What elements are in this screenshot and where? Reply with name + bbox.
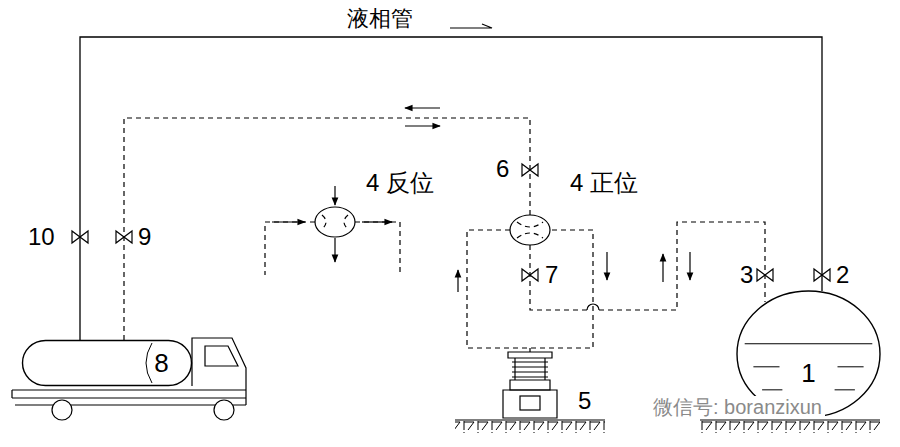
liquid-pipe bbox=[80, 37, 822, 340]
liquid-level bbox=[745, 343, 873, 344]
valve-position-label: 4 反位 bbox=[366, 170, 434, 196]
valve-number: 7 bbox=[545, 262, 558, 288]
watermark: 微信号: boranzixun bbox=[650, 396, 825, 418]
node-text-wrap: 1 bbox=[801, 359, 815, 388]
liquid-level bbox=[838, 366, 864, 367]
flow-arrows bbox=[272, 108, 690, 292]
pipe-label: 液相管 bbox=[344, 7, 416, 31]
node-text-wrap: 8 bbox=[154, 349, 168, 378]
callout-number: 5 bbox=[578, 388, 591, 414]
flow-arrow bbox=[450, 24, 492, 28]
valve-symbols bbox=[72, 164, 830, 281]
tank-head bbox=[146, 343, 152, 383]
four-way-valve bbox=[510, 215, 550, 245]
compressor bbox=[503, 352, 557, 418]
liquid-level bbox=[835, 389, 855, 390]
gas-lines bbox=[124, 118, 765, 352]
liquid-level bbox=[753, 366, 779, 367]
liquid-level bbox=[762, 389, 782, 390]
valve-number: 6 bbox=[496, 156, 509, 182]
tank-truck bbox=[12, 338, 246, 420]
valve-number: 3 bbox=[740, 262, 753, 288]
callout-number: 8 bbox=[154, 349, 168, 378]
valve-passage bbox=[517, 222, 543, 238]
valve-number: 2 bbox=[836, 262, 849, 288]
ground bbox=[455, 420, 880, 433]
tank-shell bbox=[23, 341, 192, 386]
valve-position-label: 4 正位 bbox=[570, 170, 638, 196]
valve-passage bbox=[322, 215, 348, 229]
valve-number: 10 bbox=[28, 224, 55, 250]
callout-number: 1 bbox=[801, 359, 815, 388]
line-hop bbox=[587, 304, 599, 310]
tank-truck-tank: 8 bbox=[22, 340, 192, 386]
valve-number: 9 bbox=[138, 224, 151, 250]
four-way-valve bbox=[315, 207, 355, 237]
